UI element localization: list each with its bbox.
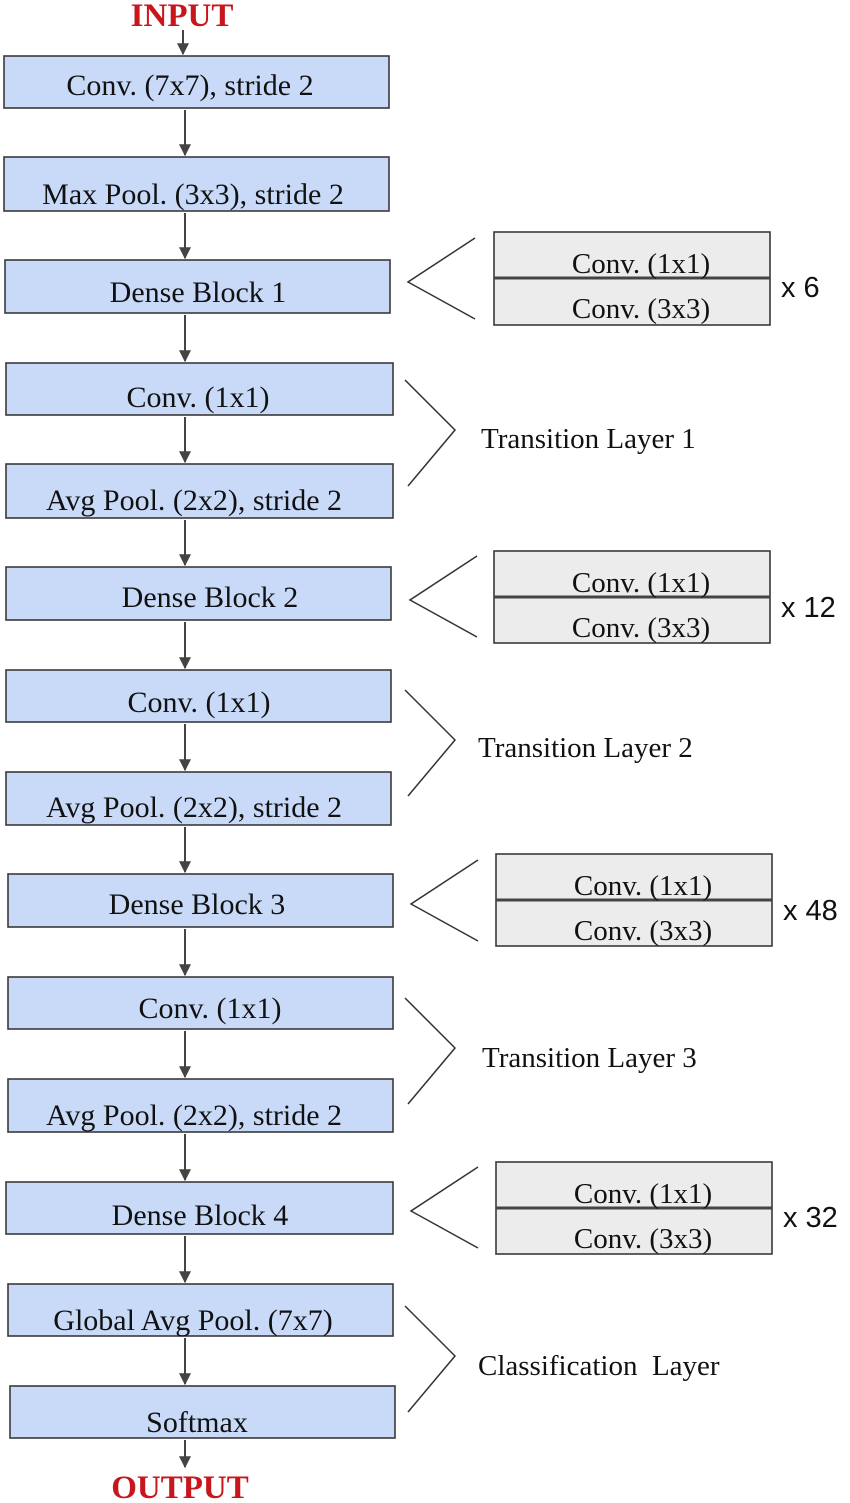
layer-box <box>5 463 394 519</box>
sub-layer-label: Conv. (1x1) <box>574 1178 712 1210</box>
layer-label: Conv. (7x7), stride 2 <box>66 69 313 102</box>
layer-box <box>5 362 394 416</box>
group-label: Transition Layer 3 <box>482 1042 697 1074</box>
group-bracket <box>404 997 457 1105</box>
layer-label: Dense Block 3 <box>109 888 286 921</box>
dense-block-1-detail: Conv. (1x1) Conv. (3x3) x 6 <box>406 231 820 326</box>
group-bracket <box>404 689 457 797</box>
group-bracket <box>404 379 457 487</box>
dense-block-2-detail: Conv. (1x1) Conv. (3x3) x 12 <box>408 550 836 644</box>
repeat-count: x 48 <box>783 895 838 927</box>
layer-label: Avg Pool. (2x2), stride 2 <box>46 791 342 824</box>
group-bracket <box>404 1305 457 1413</box>
layer-box <box>9 1385 396 1439</box>
transition-layer-2-group: Transition Layer 2 <box>404 689 693 797</box>
sub-layer-label: Conv. (1x1) <box>572 248 710 280</box>
output-label: OUTPUT <box>111 1470 249 1503</box>
layer-label: Conv. (1x1) <box>127 686 270 719</box>
sub-layer-label: Conv. (3x3) <box>572 293 710 325</box>
repeat-count: x 6 <box>781 272 820 304</box>
sub-layer-label: Conv. (3x3) <box>574 915 712 947</box>
layer-box <box>5 566 392 621</box>
layer-box <box>5 771 392 826</box>
sub-layer-label: Conv. (1x1) <box>574 870 712 902</box>
sub-layer-label: Conv. (3x3) <box>572 612 710 644</box>
expansion-bracket <box>409 1166 479 1249</box>
group-label: Classification Layer <box>478 1350 720 1382</box>
layer-label: Dense Block 1 <box>110 276 287 309</box>
layer-label: Conv. (1x1) <box>138 992 281 1025</box>
layer-box <box>5 1181 394 1235</box>
layer-label: Dense Block 4 <box>112 1199 289 1232</box>
layer-box <box>7 976 394 1030</box>
layer-label: Max Pool. (3x3), stride 2 <box>42 178 344 211</box>
layer-box <box>7 1078 394 1133</box>
input-label: INPUT <box>131 0 234 34</box>
transition-layer-1-group: Transition Layer 1 <box>404 379 696 487</box>
expansion-bracket <box>406 237 476 320</box>
layer-box <box>7 1283 394 1337</box>
layer-label: Avg Pool. (2x2), stride 2 <box>46 484 342 517</box>
layer-label: Conv. (1x1) <box>126 381 269 414</box>
transition-layer-3-group: Transition Layer 3 <box>404 997 697 1105</box>
group-label: Transition Layer 1 <box>481 423 696 455</box>
group-label: Transition Layer 2 <box>478 732 693 764</box>
layer-label: Avg Pool. (2x2), stride 2 <box>46 1099 342 1132</box>
layer-box <box>3 156 390 212</box>
layer-box <box>3 55 390 109</box>
layer-label: Global Avg Pool. (7x7) <box>53 1304 332 1337</box>
layer-label: Dense Block 2 <box>122 581 299 614</box>
layer-box <box>4 259 391 314</box>
dense-block-3-detail: Conv. (1x1) Conv. (3x3) x 48 <box>409 853 838 947</box>
expansion-bracket <box>408 555 478 638</box>
flow-arrows <box>177 30 191 1469</box>
layer-box <box>7 873 394 928</box>
dense-block-4-detail: Conv. (1x1) Conv. (3x3) x 32 <box>409 1161 838 1255</box>
expansion-bracket <box>409 859 479 942</box>
classification-layer-group: Classification Layer <box>404 1305 720 1413</box>
layer-label: Softmax <box>146 1406 248 1439</box>
repeat-count: x 12 <box>781 592 836 624</box>
layer-stack: Conv. (7x7), stride 2 Max Pool. (3x3), s… <box>3 55 396 1439</box>
sub-layer-label: Conv. (3x3) <box>574 1223 712 1255</box>
layer-box <box>5 669 392 723</box>
repeat-count: x 32 <box>783 1202 838 1234</box>
sub-layer-label: Conv. (1x1) <box>572 567 710 599</box>
